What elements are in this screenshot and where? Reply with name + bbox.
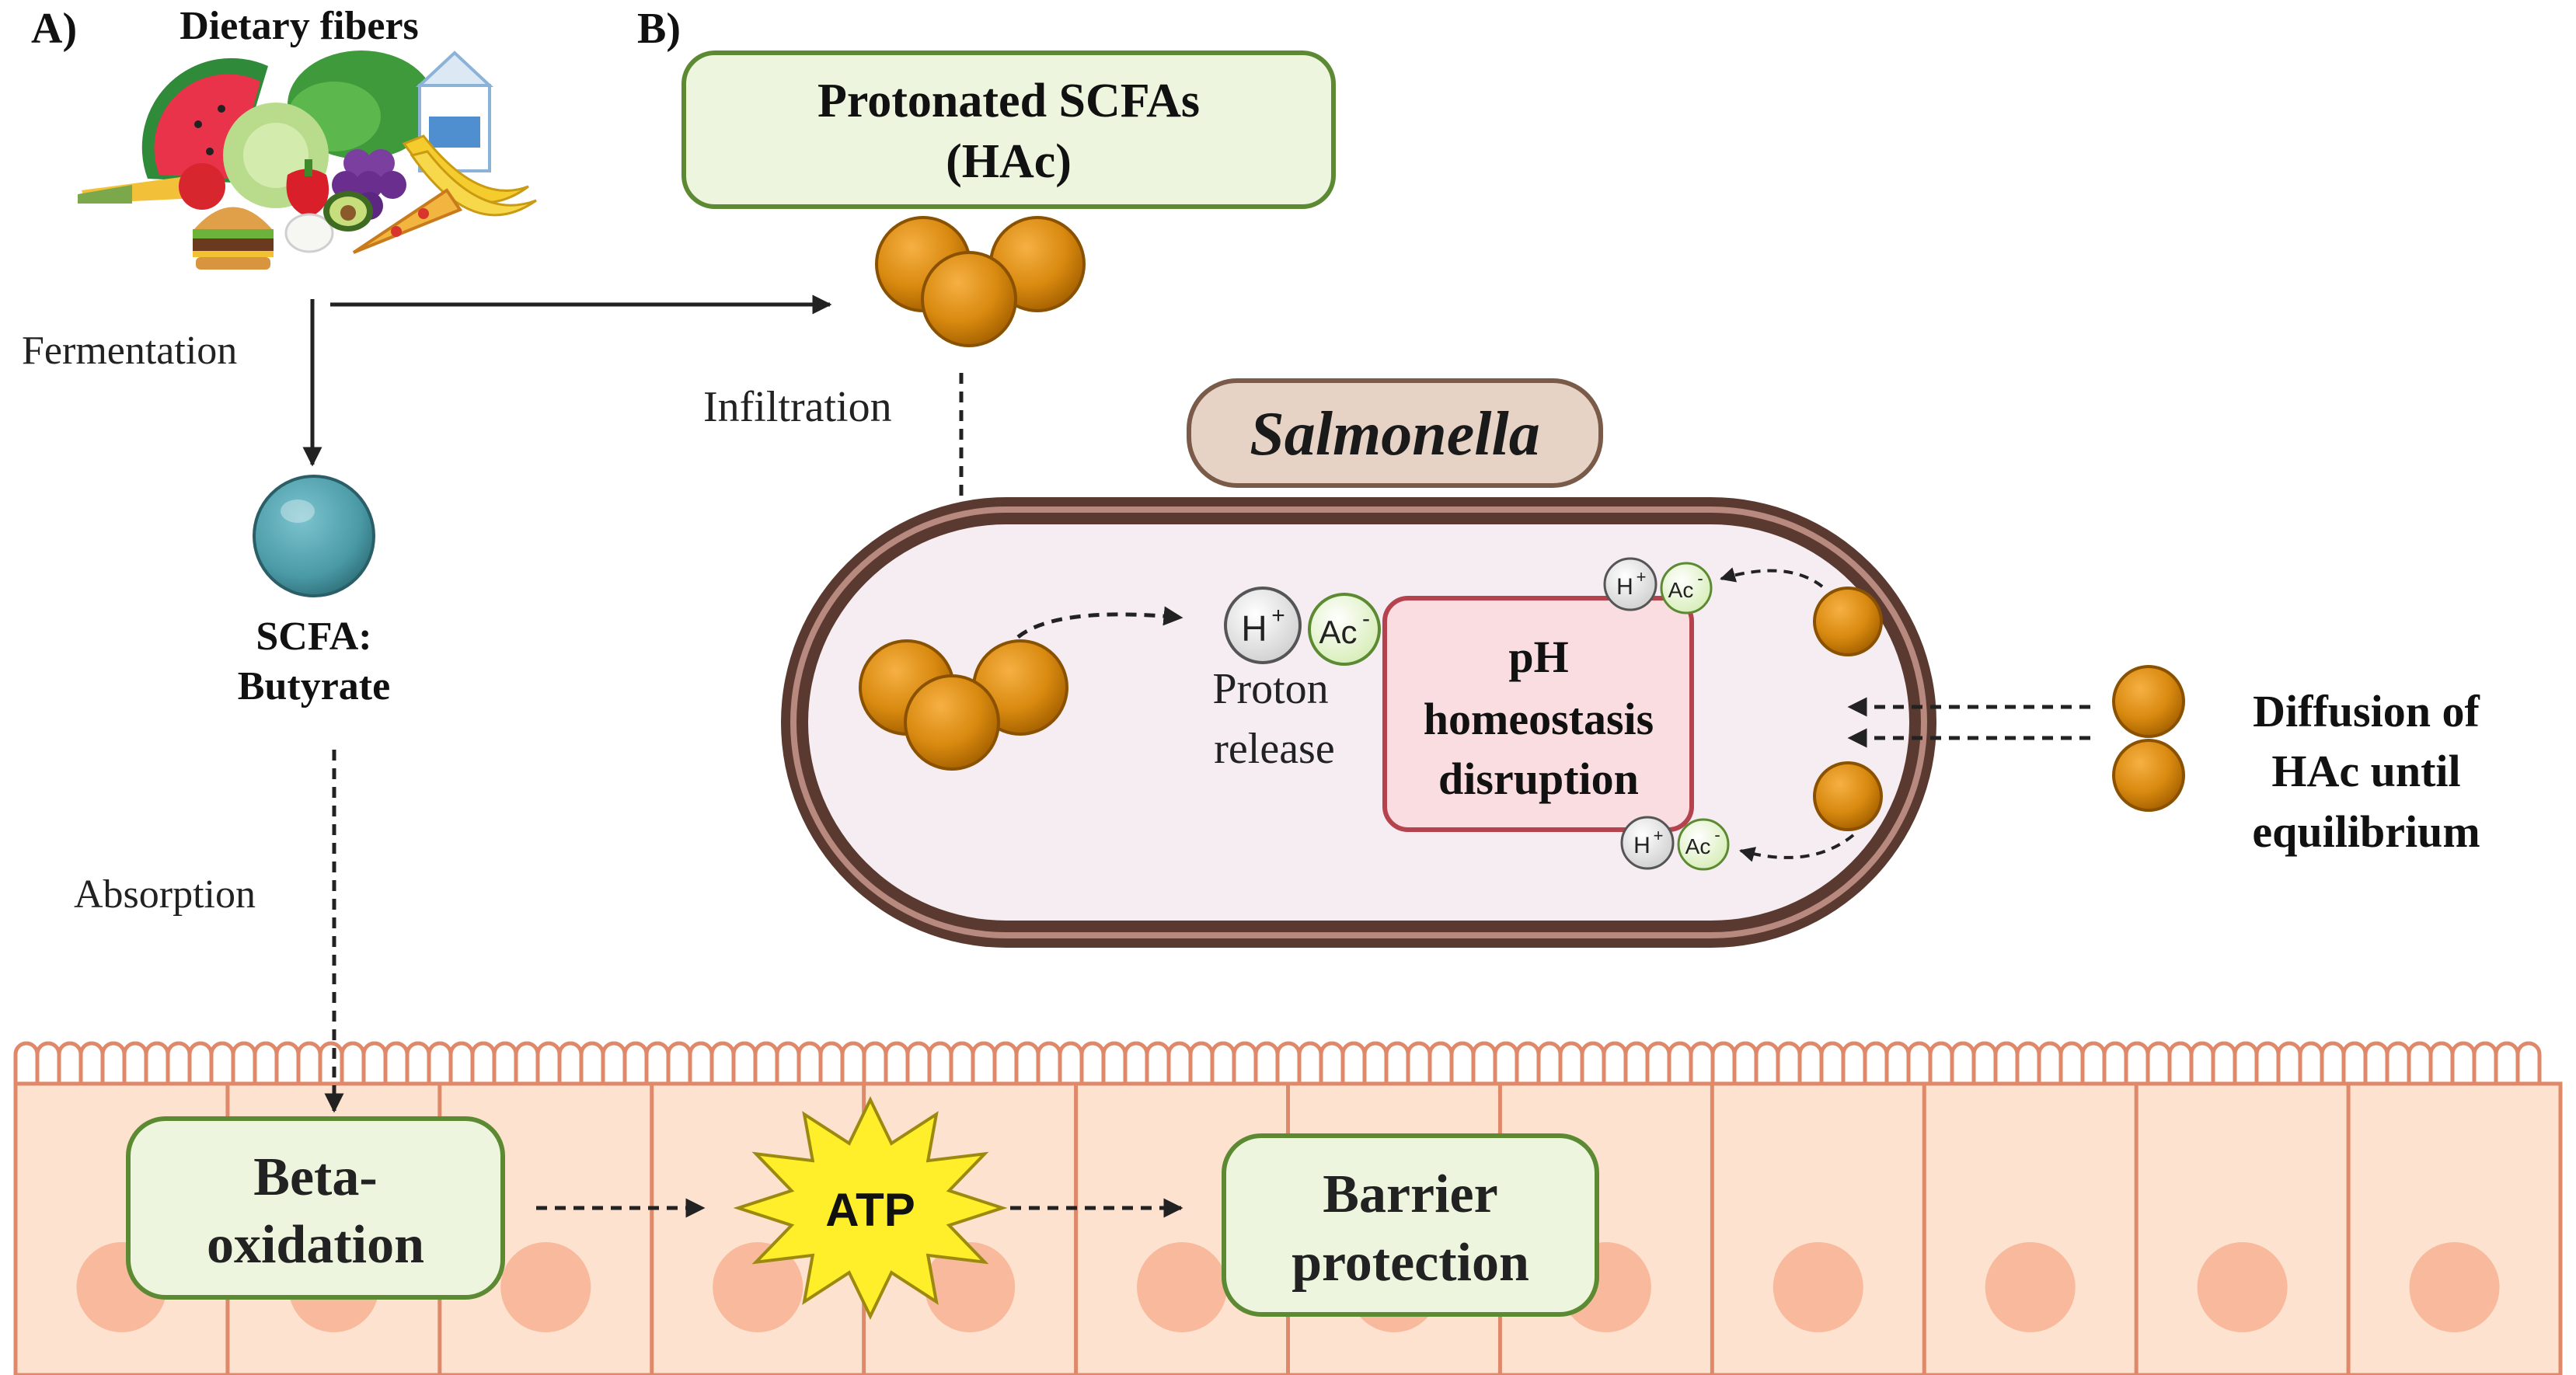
svg-text:-: - (1362, 606, 1370, 632)
svg-text:H: H (1241, 608, 1267, 649)
to-proton-release-arrow (1016, 606, 1183, 639)
svg-text:H: H (1633, 833, 1651, 858)
barrier-protection-line1: Barrier (1323, 1164, 1497, 1224)
cell-nucleus (1137, 1242, 1228, 1332)
dietary-fibers-title: Dietary fibers (180, 4, 419, 48)
beta-oxidation-box (126, 1116, 505, 1300)
svg-text:Ac: Ac (1685, 834, 1711, 858)
barrier-protection-line2: protection (1291, 1233, 1529, 1293)
proton-release-line1: Proton (1212, 665, 1328, 713)
hac-molecule-inside-bottom (1813, 761, 1883, 831)
beta-oxidation-line1: Beta- (253, 1147, 377, 1207)
salmonella-label: Salmonella (1250, 400, 1539, 468)
cell-nucleus (1985, 1242, 2076, 1332)
microvilli-border (13, 1041, 2542, 1084)
hac-molecule-inside-top (1813, 587, 1883, 656)
dietary-fibers-food-illustration (78, 50, 537, 270)
ph-disruption-line2: homeostasis (1424, 694, 1654, 744)
svg-text:H: H (1616, 574, 1633, 600)
scfa-label: SCFA: (256, 614, 371, 659)
cell-nucleus (713, 1242, 803, 1332)
ph-disruption-line1: pH (1508, 632, 1568, 682)
cell-nucleus (2197, 1242, 2288, 1332)
infiltration-label: Infiltration (703, 383, 892, 431)
pepper-icon (286, 169, 329, 218)
hac-molecule-cluster-inside (859, 639, 1068, 771)
diffusion-line3: equilibrium (2252, 806, 2480, 857)
burger-icon (193, 207, 274, 270)
avocado-icon (323, 191, 373, 231)
cell-nucleus (2409, 1242, 2500, 1332)
cell-nucleus (925, 1242, 1016, 1332)
pizza-icon (352, 188, 463, 254)
svg-text:Ac: Ac (1319, 614, 1357, 650)
to-top-ions-arrow (1720, 567, 1824, 588)
fermentation-label: Fermentation (22, 329, 237, 373)
hac-molecule-cluster-top (875, 216, 1086, 347)
acetate-ion-main: Ac - (1308, 593, 1381, 666)
salmonella-label-box (1187, 378, 1603, 488)
to-bottom-ions-arrow (1739, 834, 1855, 862)
barrier-protection-box (1222, 1133, 1599, 1317)
proton-ion-main: H + (1224, 587, 1302, 664)
acetate-ion-small-bottom: Ac - (1677, 818, 1730, 871)
hac-molecule-outside-bottom (2112, 739, 2185, 812)
proton-release-line2: release (1214, 725, 1334, 773)
svg-text:-: - (1697, 569, 1703, 588)
proton-ion-small-top: H + (1603, 557, 1657, 611)
proton-ion-small-bottom: H + (1620, 816, 1675, 870)
ph-disruption-line3: disruption (1438, 754, 1639, 804)
acetate-ion-small-top: Ac - (1660, 562, 1713, 614)
egg-icon (284, 213, 334, 253)
protonated-scfa-box (681, 50, 1336, 209)
svg-text:+: + (1271, 603, 1285, 628)
svg-text:+: + (1637, 567, 1647, 587)
diffusion-line2: HAc until (2271, 746, 2460, 796)
cell-nucleus (1773, 1242, 1863, 1332)
beta-oxidation-line2: oxidation (207, 1215, 424, 1275)
svg-text:-: - (1714, 825, 1720, 844)
panel-b-label: B) (637, 5, 681, 53)
butyrate-molecule-icon (253, 475, 375, 597)
panel-a-label: A) (31, 5, 77, 53)
svg-text:+: + (1654, 826, 1664, 845)
absorption-label: Absorption (74, 872, 256, 917)
protonated-scfa-line1: Protonated SCFAs (817, 75, 1200, 127)
atp-label: ATP (825, 1184, 915, 1236)
hac-molecule-outside-top (2112, 665, 2185, 738)
butyrate-label: Butyrate (238, 664, 390, 708)
atp-burst-icon (733, 1096, 1008, 1320)
ph-disruption-box (1382, 596, 1694, 832)
protonated-scfa-line2: (HAc) (946, 135, 1072, 188)
tomato-icon (179, 163, 225, 210)
diffusion-line1: Diffusion of (2253, 686, 2480, 736)
svg-text:Ac: Ac (1668, 578, 1694, 602)
cell-nucleus (500, 1242, 591, 1332)
